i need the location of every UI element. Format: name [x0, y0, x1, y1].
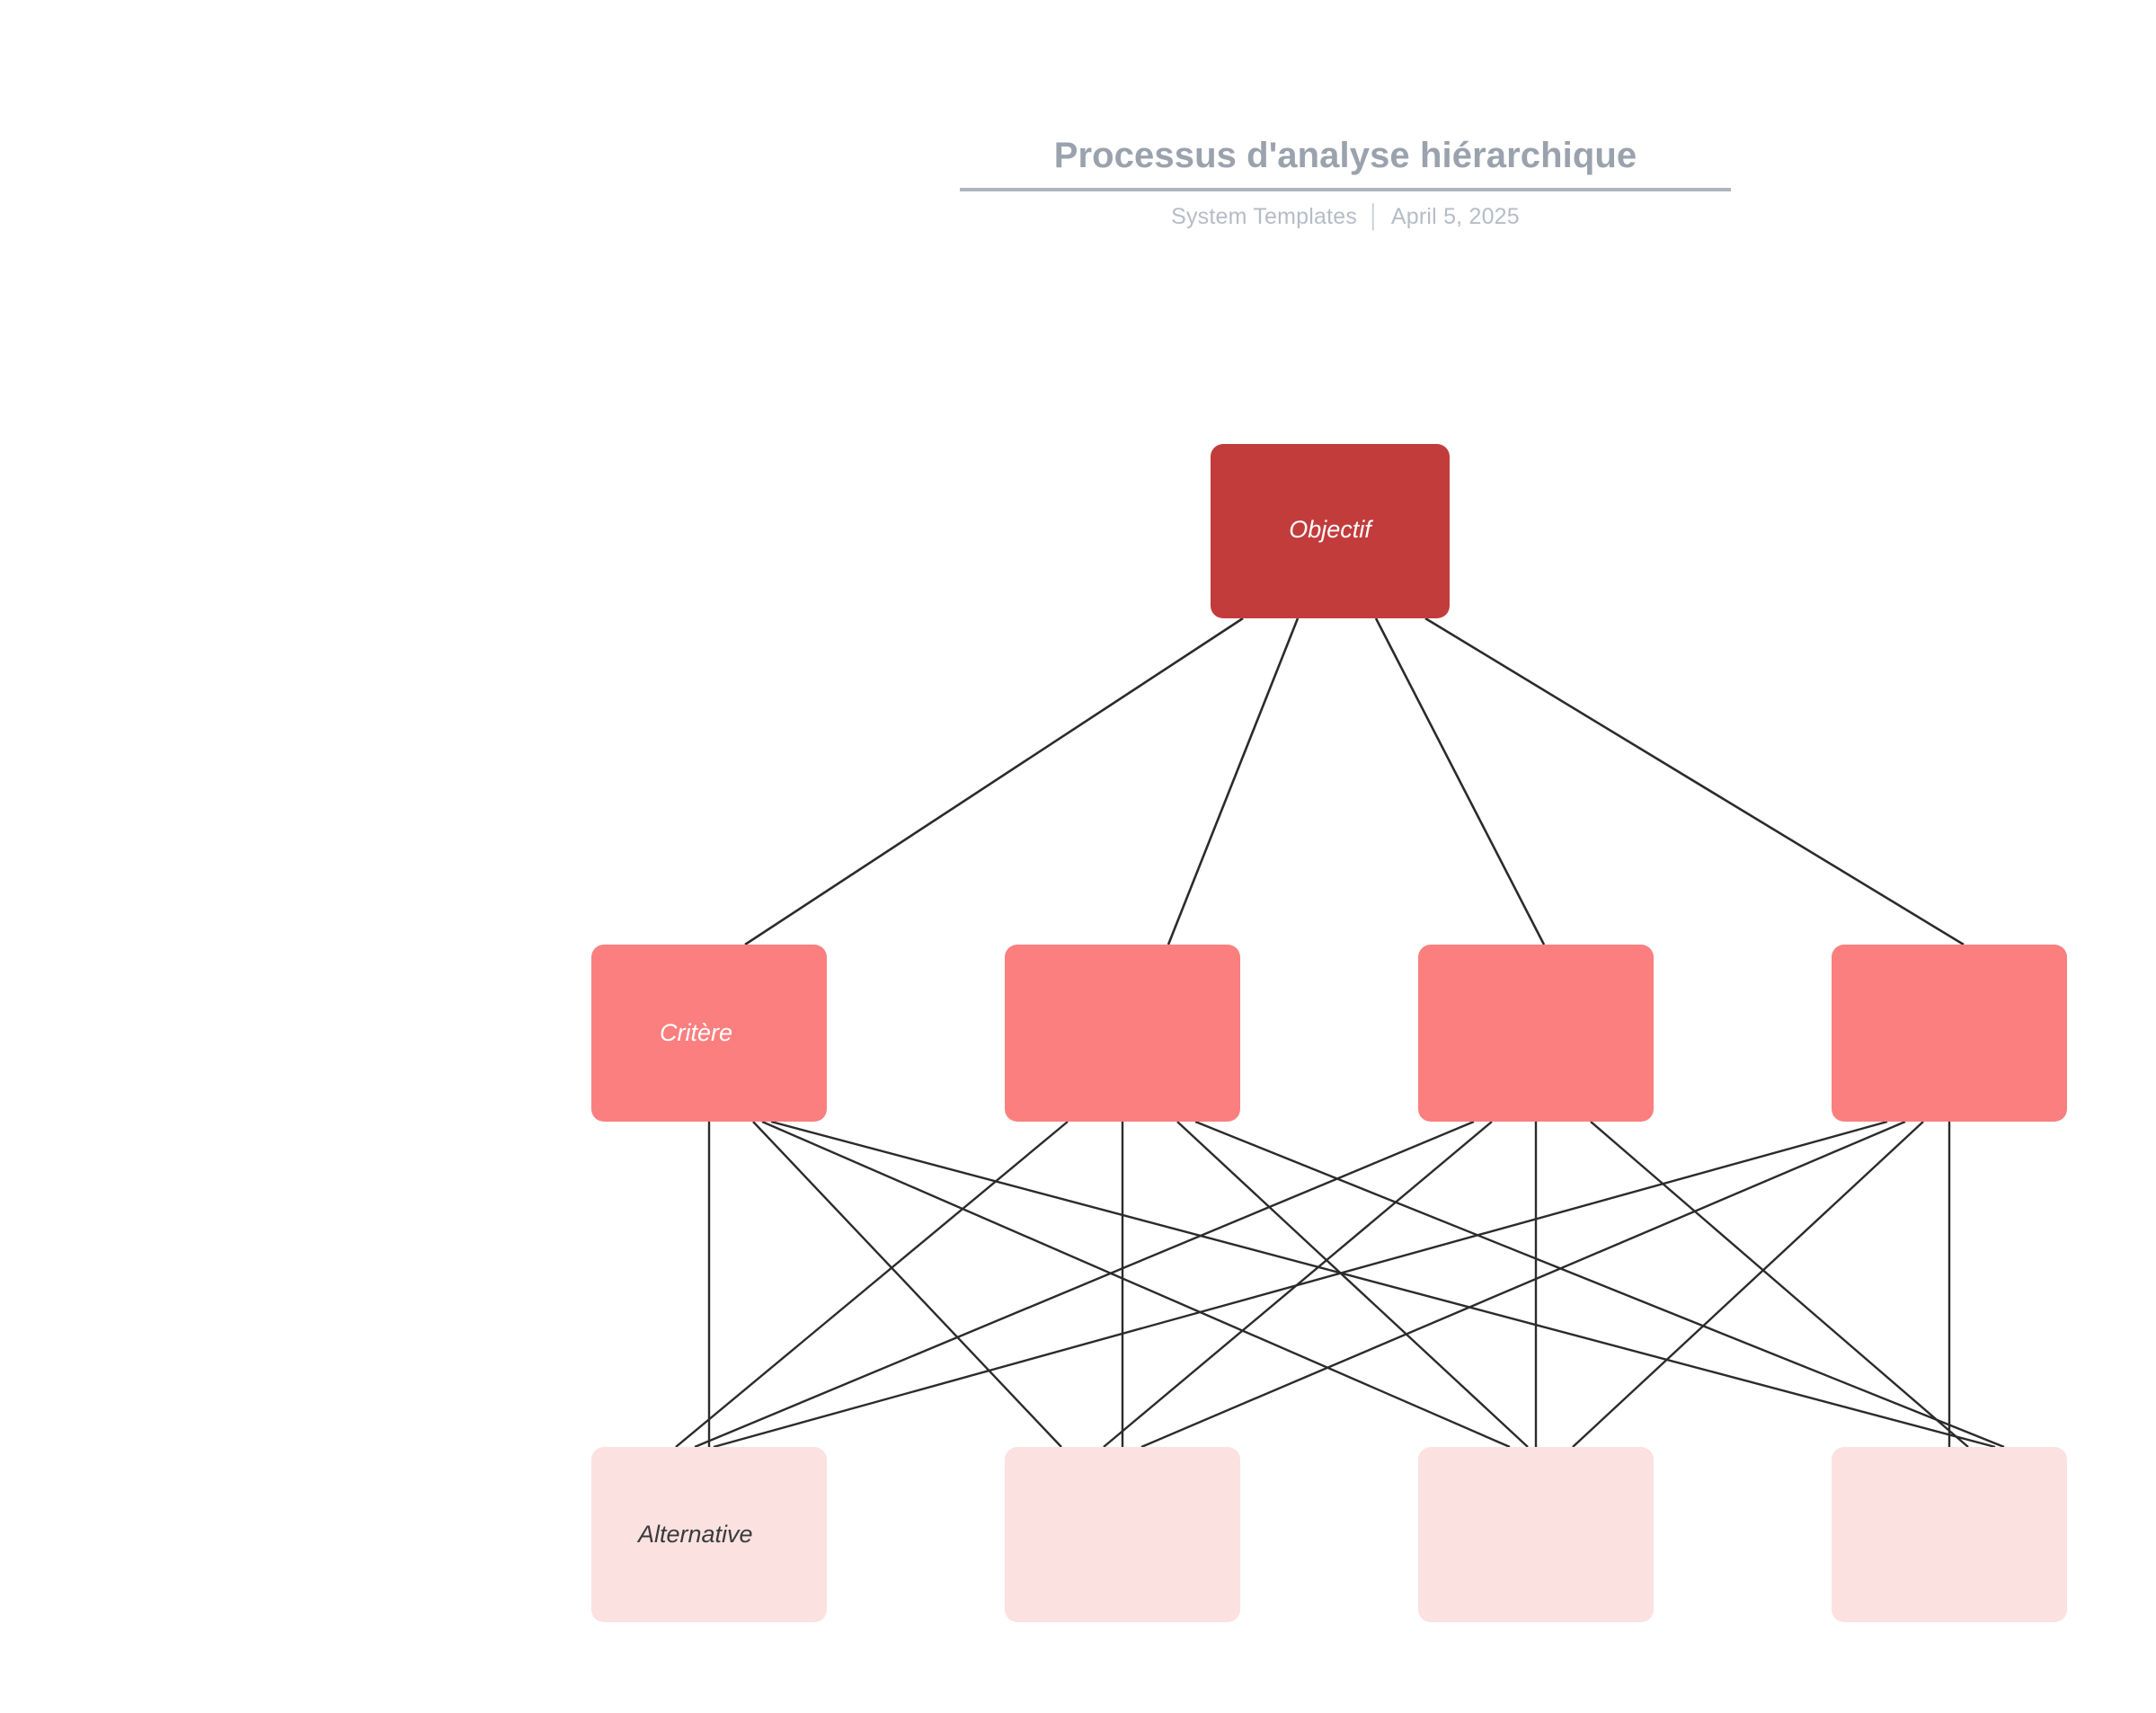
page-title: Processus d'analyse hiérarchique: [1053, 136, 1637, 175]
connector-criterion-alternative-8: [694, 1120, 1475, 1449]
connector-goal-criterion-2: [1374, 617, 1546, 945]
goal-node-label: Objectif: [1289, 515, 1371, 543]
connector-criterion-alternative-9: [1103, 1121, 1493, 1448]
connector-criterion-alternative-14: [1572, 1121, 1924, 1448]
criterion-node-3[interactable]: [1418, 945, 1654, 1122]
criterion-node-label: Critère: [660, 1019, 733, 1046]
document-subtitle: System Templates │ April 5, 2025: [960, 204, 1731, 230]
criterion-node-1[interactable]: Critère: [591, 945, 827, 1122]
alternative-node-4[interactable]: [1832, 1447, 2067, 1622]
connector-criterion-alternative-7: [1194, 1120, 2005, 1449]
title-divider: [960, 188, 1731, 191]
criterion-node-4[interactable]: [1832, 945, 2067, 1122]
connector-criterion-alternative-3: [770, 1120, 1996, 1449]
subtitle-source: System Templates: [1171, 204, 1358, 229]
connector-criterion-alternative-2: [761, 1120, 1511, 1449]
connector-goal-criterion-0: [744, 617, 1244, 946]
alternative-node-label: Alternative: [638, 1521, 753, 1548]
subtitle-separator: │: [1367, 204, 1381, 229]
connector-criterion-alternative-6: [1176, 1121, 1529, 1448]
criterion-node-2[interactable]: [1005, 945, 1240, 1122]
alternative-node-3[interactable]: [1418, 1447, 1654, 1622]
connector-criterion-alternative-13: [1140, 1120, 1906, 1449]
goal-to-criteria-edges: [744, 617, 1965, 946]
connector-criterion-alternative-1: [752, 1121, 1062, 1448]
connector-goal-criterion-3: [1424, 617, 1965, 946]
criteria-to-alternatives-edges: [675, 1120, 2005, 1449]
alternative-node-1[interactable]: Alternative: [591, 1447, 827, 1622]
connector-criterion-alternative-11: [1590, 1121, 1969, 1448]
connector-goal-criterion-1: [1167, 617, 1300, 945]
connector-criterion-alternative-4: [675, 1121, 1069, 1448]
goal-node-1[interactable]: Objectif: [1211, 444, 1450, 618]
alternative-node-2[interactable]: [1005, 1447, 1240, 1622]
connector-criterion-alternative-12: [713, 1120, 1888, 1449]
subtitle-date: April 5, 2025: [1390, 204, 1520, 229]
document-header: Processus d'analyse hiérarchique System …: [960, 135, 1731, 230]
